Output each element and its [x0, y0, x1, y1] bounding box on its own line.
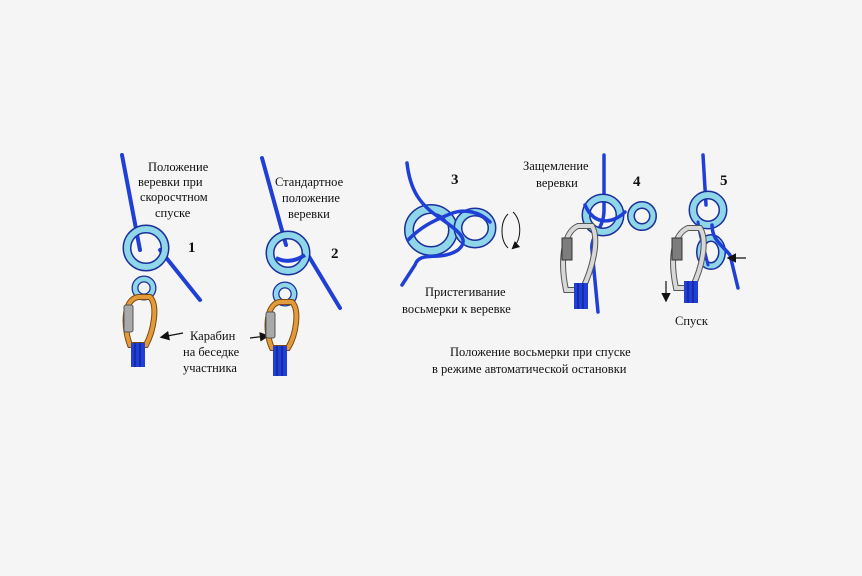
figure-1-number: 1	[188, 240, 196, 256]
figure-eight-descender-icon	[265, 230, 311, 307]
bottom-caption-line2: в режиме автоматической остановки	[432, 362, 627, 376]
harness-strap	[273, 346, 287, 376]
carabiner-icon	[264, 299, 300, 351]
figure-1-caption-line3: скоросчтном	[140, 190, 208, 204]
harness-strap	[131, 343, 145, 367]
figure-3-number: 3	[451, 172, 459, 188]
figure-2-caption-line2: положение	[282, 191, 340, 205]
figure-2-caption-line3: веревки	[288, 207, 330, 221]
figure-4-caption-line1: Защемление	[523, 159, 589, 173]
figure-eight-descender-icon	[688, 190, 728, 270]
figure-1-caption-line2: веревки при	[138, 175, 203, 189]
rope-loop	[406, 209, 492, 242]
rotation-arrow-tail	[501, 213, 509, 249]
bottom-caption-line1: Положение восьмерки при спуске	[450, 345, 631, 359]
carabiner-icon	[122, 294, 158, 348]
figure-4-number: 4	[633, 174, 641, 190]
rope-pinched	[583, 203, 627, 223]
figure-1-caption-line4: спуске	[155, 206, 191, 220]
figure-4: 4 Защемление веревки	[523, 153, 657, 314]
carabiner-label-line1: Карабин	[190, 329, 236, 343]
figure-2: 2 Стандартное положение веревки	[260, 156, 344, 376]
carabiner-label-group: Карабин на беседке участника	[159, 329, 270, 375]
figure-3: 3 Пристегивание восьмерки к веревке	[400, 161, 521, 316]
carabiner-label-line3: участника	[183, 361, 237, 375]
harness-strap	[684, 281, 698, 303]
right-arrow-icon	[249, 332, 270, 342]
rope-upper	[260, 156, 288, 247]
figure-5-caption: Спуск	[675, 314, 709, 328]
figure-3-caption-line2: восьмерки к веревке	[402, 302, 511, 316]
rope-free-end	[303, 248, 342, 310]
figure-eight-descender-icon	[122, 224, 170, 301]
figure-1-caption-line1: Положение	[148, 160, 209, 174]
rotation-arrow-icon	[511, 211, 521, 250]
figure-3-caption-line1: Пристегивание	[425, 285, 506, 299]
figure-1: 1 Положение веревки при скоросчтном спус…	[120, 153, 209, 367]
figure-2-caption-line1: Стандартное	[275, 175, 344, 189]
carabiner-icon	[560, 223, 599, 293]
rope	[400, 161, 465, 287]
figure-5-number: 5	[720, 173, 728, 189]
harness-strap	[574, 283, 588, 309]
figure-4-caption-line2: веревки	[536, 176, 578, 190]
carabiner-label-line2: на беседке	[183, 345, 240, 359]
left-arrow-icon	[159, 330, 184, 341]
figure-2-number: 2	[331, 246, 339, 262]
figure-5: 5 Спуск	[661, 153, 746, 328]
